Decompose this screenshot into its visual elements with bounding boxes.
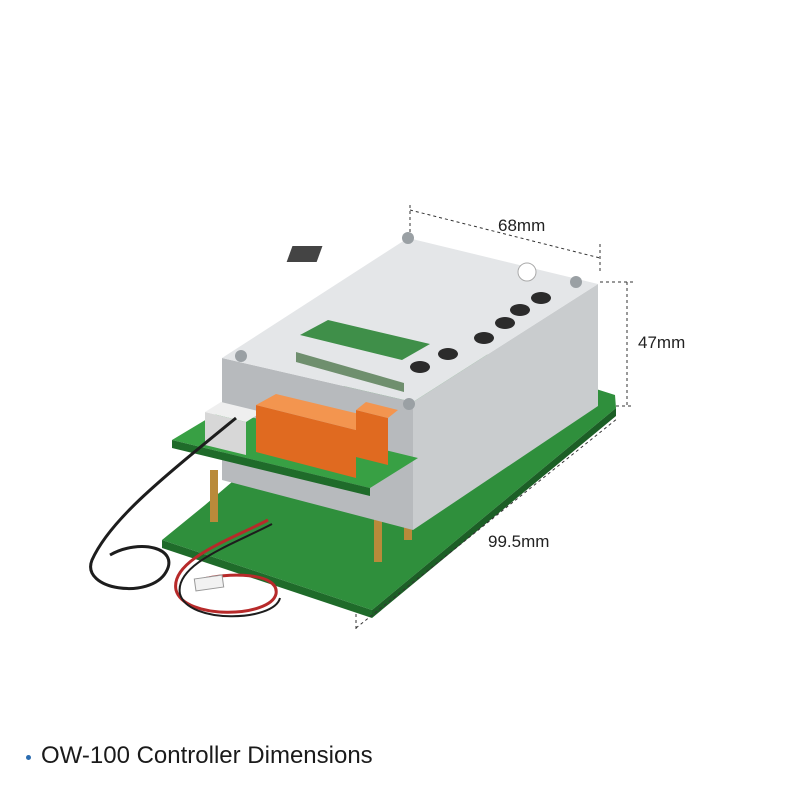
button [531, 292, 551, 304]
bullet-icon [26, 754, 31, 760]
terminal-block [256, 405, 356, 478]
dimension-length-label: 99.5mm [488, 532, 550, 551]
antenna-wire [89, 416, 237, 591]
label-block [286, 246, 323, 262]
button [495, 317, 515, 329]
brass-standoff [374, 500, 382, 562]
dimension-lines [355, 205, 634, 632]
caption: OW-100 Controller Dimensions [26, 742, 373, 770]
base-pcb-edge-right [372, 408, 616, 618]
brass-standoff [210, 470, 218, 522]
rf-module [300, 320, 430, 360]
red-black-wire [178, 523, 281, 618]
screw [235, 350, 247, 362]
led-indicator [517, 262, 537, 282]
screw [402, 232, 414, 244]
dimension-width-label: 68mm [498, 216, 546, 235]
rf-module-window [296, 352, 404, 392]
enclosure-right-side [413, 284, 598, 530]
button [510, 304, 530, 316]
terminal-block-top [256, 394, 376, 430]
white-connector [205, 412, 246, 455]
dimension-height-label: 47mm [638, 333, 686, 352]
wire-plug [193, 574, 225, 592]
caption-text: OW-100 Controller Dimensions [41, 742, 373, 769]
terminal-block-small [356, 410, 388, 465]
screw [570, 276, 582, 288]
white-connector-top [205, 402, 262, 422]
terminal-block-small-top [356, 402, 398, 418]
screw [403, 398, 415, 410]
daughter-pcb-edge [172, 440, 370, 496]
button [474, 332, 494, 344]
button [410, 361, 430, 373]
red-black-wire [174, 518, 278, 614]
button [438, 348, 458, 360]
